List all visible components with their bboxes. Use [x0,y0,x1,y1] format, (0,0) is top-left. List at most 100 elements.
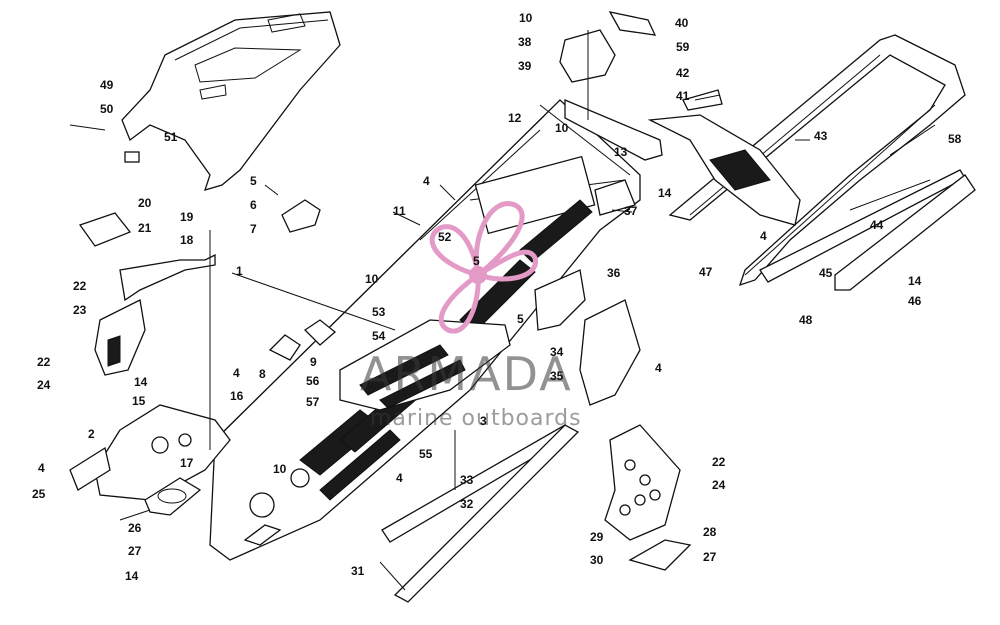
callout-5b: 5 [473,254,480,268]
propeller-hub [469,266,487,284]
seat-part [121,11,341,191]
callout-17: 17 [180,456,194,470]
callout-36: 36 [607,266,621,280]
callout-44: 44 [870,218,884,232]
callout-labels: 1 2 3 4 4 4 4 4 4 5 5 5 6 7 8 9 10 10 10… [32,11,962,583]
callout-26: 26 [128,521,142,535]
callout-9: 9 [310,355,317,369]
rail-part-46 [834,174,976,291]
callout-6: 6 [250,198,257,212]
callout-54: 54 [372,329,386,343]
callout-18: 18 [180,233,194,247]
callout-3: 3 [480,414,487,428]
callout-4e: 4 [38,461,45,475]
gusset-part-7 [281,199,321,233]
callout-4d: 4 [233,366,240,380]
callout-56: 56 [306,374,320,388]
callout-22a: 22 [73,279,87,293]
bracket-part-25 [69,446,111,491]
callout-42: 42 [676,66,690,80]
callout-14b: 14 [125,569,139,583]
gusset-part-9 [303,319,337,346]
bracket-part-40 [608,11,657,36]
callout-23: 23 [73,303,87,317]
callout-5c: 5 [517,312,524,326]
leader-lines [119,30,936,591]
seat-bolt-51 [124,151,140,163]
callout-30: 30 [590,553,604,567]
propeller-blade [473,201,525,280]
footplate-part [604,424,681,541]
callout-14a: 14 [134,375,148,389]
callout-59: 59 [676,40,690,54]
callout-10a: 10 [365,272,379,286]
callout-10b: 10 [519,11,533,25]
callout-19: 19 [180,210,194,224]
callout-33: 33 [460,473,474,487]
callout-41: 41 [676,89,690,103]
callout-13: 13 [614,145,628,159]
callout-24a: 24 [37,378,51,392]
callout-4c: 4 [655,361,662,375]
footrest-part-34 [534,269,586,331]
callout-40: 40 [675,16,689,30]
callout-47: 47 [699,265,713,279]
callout-22c: 22 [712,455,726,469]
gusset-part-8 [268,334,301,361]
callout-25: 25 [32,487,46,501]
bracket-part-20 [78,212,132,247]
callout-16: 16 [230,389,244,403]
callout-58: 58 [948,132,962,146]
callout-2: 2 [88,427,95,441]
seat-fastener-50 [69,124,106,131]
callout-29: 29 [590,530,604,544]
callout-46: 46 [908,294,922,308]
rod-part-31 [393,424,580,603]
callout-50: 50 [100,102,114,116]
callout-34: 34 [550,345,564,359]
callout-52: 52 [438,230,452,244]
bracket-part-37 [594,179,636,216]
callout-8: 8 [259,367,266,381]
watermark-logo: ARMADA marine outboards [360,201,581,431]
callout-11: 11 [393,204,406,218]
callout-21: 21 [138,221,152,235]
callout-45: 45 [819,266,833,280]
rear-bracket-part-13 [564,99,663,161]
callout-27a: 27 [128,544,142,558]
propeller-blade [438,270,481,334]
propeller-blade [429,224,481,279]
callout-35: 35 [550,369,564,383]
callout-38: 38 [518,35,532,49]
callout-53: 53 [372,305,386,319]
propeller-blade [471,249,538,282]
callout-10c: 10 [555,121,569,135]
callout-20: 20 [138,196,152,210]
callout-15: 15 [132,394,146,408]
decal-part-42 [682,89,723,111]
callout-14c: 14 [658,186,672,200]
footplate-holes [619,459,661,516]
propeller-logo-icon [429,201,538,334]
callout-57: 57 [306,395,320,409]
callout-10d: 10 [273,462,287,476]
callout-43: 43 [814,129,828,143]
callout-12: 12 [508,111,522,125]
callout-39: 39 [518,59,532,73]
snowflap-part [647,114,801,226]
callout-4f: 4 [396,471,403,485]
bracket-part-23 [94,299,146,376]
callout-55: 55 [419,447,433,461]
callout-7: 7 [250,222,257,236]
callout-51: 51 [164,130,178,144]
callout-32: 32 [460,497,474,511]
footrest-part-35 [579,299,641,406]
callout-28: 28 [703,525,717,539]
callout-4b: 4 [760,229,767,243]
callout-24b: 24 [712,478,726,492]
callout-27b: 27 [703,550,717,564]
callout-4a: 4 [423,174,430,188]
skid-part-28 [628,539,692,571]
